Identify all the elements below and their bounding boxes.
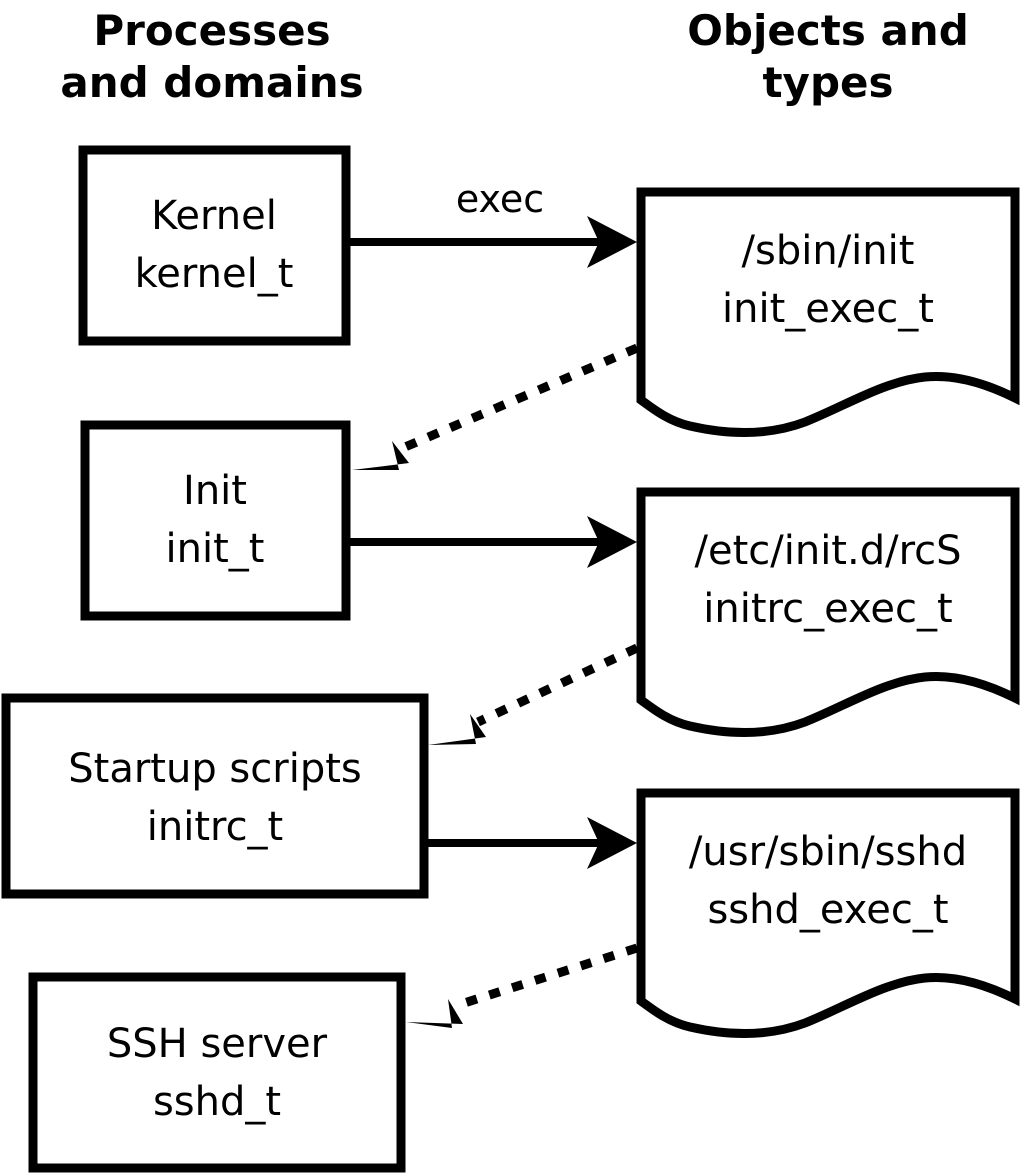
edge-init-exec-initrc-arrowhead <box>587 516 637 568</box>
node-initrc-box[interactable] <box>1 693 429 899</box>
node-init-exec-shape[interactable] <box>636 187 1020 438</box>
node-init[interactable]: Init init_t <box>80 420 351 621</box>
column-header-processes-line1: Processes <box>93 6 330 55</box>
node-kernel-line1: Kernel <box>151 193 277 239</box>
node-init-exec[interactable]: /sbin/init init_exec_t <box>636 187 1020 438</box>
node-sshd-exec-line2: sshd_exec_t <box>707 887 948 933</box>
edge-initexec-transition-init <box>352 343 639 470</box>
node-init-line1: Init <box>183 468 247 514</box>
node-initrc-exec[interactable]: /etc/init.d/rcS initrc_exec_t <box>636 487 1020 738</box>
edge-initrcexec-transition-initrc-line <box>476 643 639 727</box>
edge-sshdexec-transition-sshd-arrowhead <box>406 999 463 1028</box>
edge-sshdexec-transition-sshd <box>406 943 639 1028</box>
node-sshd[interactable]: SSH server sshd_t <box>28 972 406 1173</box>
node-init-exec-line2: init_exec_t <box>722 286 934 332</box>
node-init-exec-line1: /sbin/init <box>742 228 915 274</box>
node-initrc-line2: initrc_t <box>147 804 284 850</box>
column-header-processes: Processes and domains <box>60 6 363 107</box>
node-kernel-line2: kernel_t <box>135 251 294 297</box>
edge-sshdexec-transition-sshd-line <box>456 943 639 1010</box>
edge-kernel-exec-init: exec <box>350 177 637 268</box>
node-sshd-line2: sshd_t <box>153 1079 281 1125</box>
node-sshd-box[interactable] <box>28 972 406 1173</box>
node-kernel-box[interactable] <box>78 145 351 346</box>
edge-initexec-transition-init-arrowhead <box>352 441 409 470</box>
column-header-objects-line1: Objects and <box>687 6 969 55</box>
node-sshd-exec-shape[interactable] <box>636 788 1020 1039</box>
column-header-objects: Objects and types <box>687 6 969 107</box>
node-sshd-exec-line1: /usr/sbin/sshd <box>689 829 967 875</box>
edge-init-exec-initrc <box>350 516 637 568</box>
edge-initrc-exec-sshd-arrowhead <box>587 817 637 869</box>
column-header-objects-line2: types <box>762 58 893 107</box>
node-sshd-exec[interactable]: /usr/sbin/sshd sshd_exec_t <box>636 788 1020 1039</box>
node-init-box[interactable] <box>80 420 351 621</box>
edge-label-exec: exec <box>456 177 544 221</box>
column-header-processes-line2: and domains <box>60 58 363 107</box>
node-kernel[interactable]: Kernel kernel_t <box>78 145 351 346</box>
edge-kernel-exec-init-arrowhead <box>587 216 637 268</box>
edge-initrc-exec-sshd <box>428 817 637 869</box>
node-initrc-exec-line2: initrc_exec_t <box>703 586 952 632</box>
node-sshd-line1: SSH server <box>107 1021 328 1067</box>
node-initrc-exec-line1: /etc/init.d/rcS <box>694 528 961 574</box>
node-init-line2: init_t <box>166 526 265 572</box>
node-initrc-exec-shape[interactable] <box>636 487 1020 738</box>
edge-initrcexec-transition-initrc <box>428 643 639 745</box>
edge-initexec-transition-init-line <box>396 343 639 455</box>
node-initrc-line1: Startup scripts <box>68 746 361 792</box>
edge-initrcexec-transition-initrc-arrowhead <box>428 714 486 745</box>
node-initrc[interactable]: Startup scripts initrc_t <box>1 693 429 899</box>
